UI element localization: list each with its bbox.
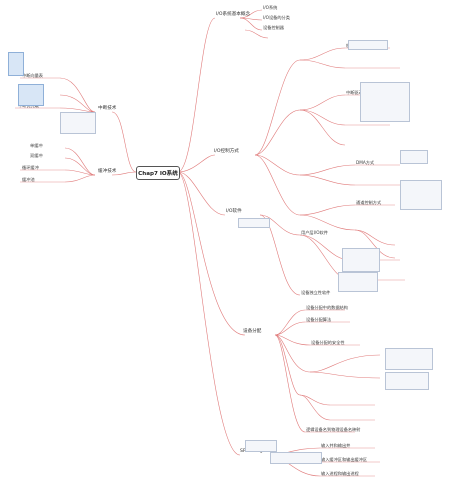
leaf-da-c[interactable]: 设备分配的安全性 <box>311 340 345 345</box>
edge-central-overview <box>177 17 216 173</box>
thumbnail-image-2 <box>360 82 410 122</box>
leaf-sp-b[interactable]: 输入缓冲区和输出缓冲区 <box>321 457 368 462</box>
thumbnail-image-14 <box>60 112 96 134</box>
leaf-ctl-d[interactable]: 通道控制方式 <box>356 200 382 205</box>
thumbnail-image-8 <box>385 372 429 390</box>
leaf-ctl-c[interactable]: DMA方式 <box>356 160 375 165</box>
branch-io-overview[interactable]: I/O系统基本概念 <box>216 12 251 17</box>
thumbnail-image-7 <box>385 348 433 370</box>
thumbnail-image-3 <box>400 150 428 164</box>
leaf-lb-c[interactable]: 循环缓冲 <box>22 165 39 170</box>
leaf-ov-b[interactable]: I/O设备的分类 <box>263 15 290 20</box>
leaf-da-b[interactable]: 设备分配算法 <box>306 317 332 322</box>
thumbnail-image-1 <box>348 40 388 50</box>
edge-central-device <box>177 171 246 336</box>
thumbnail-image-12 <box>8 52 24 76</box>
central-node[interactable]: Chap7 IO系统 <box>136 166 180 180</box>
edge-central-spooling <box>177 171 241 456</box>
leaf-lb-b[interactable]: 双缓冲 <box>30 153 43 158</box>
thumbnail-image-6 <box>338 272 378 292</box>
leaf-sp-c[interactable]: 输入进程和输出进程 <box>321 471 359 476</box>
leaf-lt-a[interactable]: 中断向量表 <box>22 73 43 78</box>
thumbnail-image-9 <box>245 440 277 452</box>
leaf-sw-c[interactable]: 设备独立性软件 <box>301 290 331 295</box>
branch-left-bottom[interactable]: 缓冲技术 <box>98 169 117 174</box>
branch-device-alloc[interactable]: 设备分配 <box>243 329 262 334</box>
thumbnail-image-10 <box>270 452 322 464</box>
branch-io-control[interactable]: I/O控制方式 <box>214 149 239 154</box>
edge-central-control <box>177 154 216 173</box>
thumbnail-image-4 <box>400 180 442 210</box>
thumbnail-image-13 <box>18 84 44 106</box>
leaf-ctl-b[interactable]: 中断驱动方式 <box>346 90 372 95</box>
thumbnail-image-5 <box>342 248 380 272</box>
edge-central-left-bottom <box>111 171 137 176</box>
leaf-lb-a[interactable]: 单缓冲 <box>30 143 43 148</box>
leaf-sp-a[interactable]: 输入井和输出井 <box>321 443 351 448</box>
leaf-lb-d[interactable]: 缓冲池 <box>22 177 35 182</box>
branch-io-software[interactable]: I/O软件 <box>226 209 242 214</box>
leaf-da-d[interactable]: 逻辑设备名到物理设备名映射 <box>306 427 361 432</box>
leaf-sw-d[interactable]: 用户层I/O软件 <box>301 230 328 235</box>
leaf-ov-c[interactable]: 设备控制器 <box>263 25 284 30</box>
edge-central-left-top <box>111 111 137 173</box>
branch-left-top[interactable]: 中断技术 <box>98 106 117 111</box>
leaf-ov-a[interactable]: I/O系统 <box>263 5 278 10</box>
edge-central-software <box>177 171 226 216</box>
thumbnail-image-11 <box>238 218 270 228</box>
leaf-da-a[interactable]: 设备分配中的数据结构 <box>306 305 348 310</box>
